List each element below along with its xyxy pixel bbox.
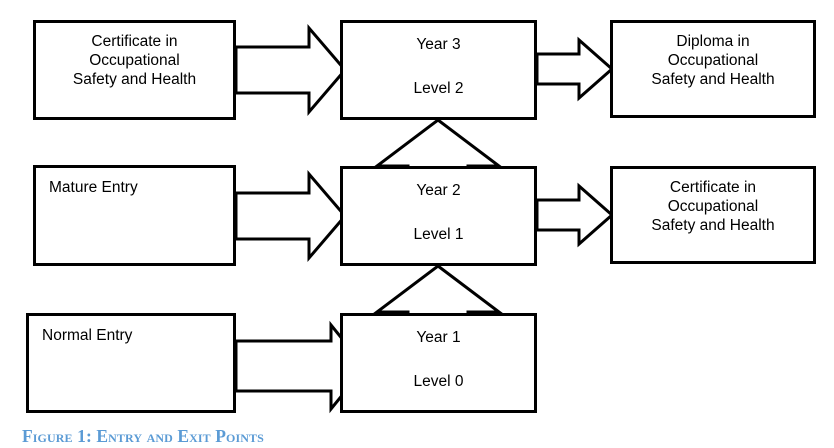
- exit-box-diploma-osh[interactable]: Diploma in Occupational Safety and Healt…: [610, 20, 816, 118]
- stage-box-year-3[interactable]: Year 3 Level 2: [340, 20, 537, 120]
- entry-box-normal-label: Normal Entry: [42, 327, 133, 344]
- stage-box-year-3-year: Year 3: [416, 36, 461, 53]
- exit-box-certificate-osh[interactable]: Certificate in Occupational Safety and H…: [610, 166, 816, 264]
- arrow-year3-to-diploma: [535, 36, 615, 102]
- exit-box-certificate-osh-label: Certificate in Occupational Safety and H…: [651, 179, 775, 234]
- arrow-entry-cert-to-year3: [234, 23, 347, 117]
- stage-box-year-2-level: Level 1: [413, 226, 464, 243]
- stage-box-year-2-year: Year 2: [416, 182, 461, 199]
- stage-box-year-1-year: Year 1: [416, 329, 461, 346]
- stage-box-year-2[interactable]: Year 2 Level 1: [340, 166, 537, 266]
- stage-box-year-1-level: Level 0: [413, 373, 464, 390]
- exit-box-diploma-osh-label: Diploma in Occupational Safety and Healt…: [651, 33, 775, 88]
- entry-box-mature-label: Mature Entry: [49, 179, 138, 196]
- stage-box-year-1[interactable]: Year 1 Level 0: [340, 313, 537, 413]
- figure-caption: Figure 1: Entry and Exit Points: [22, 426, 264, 446]
- entry-box-certificate-osh-label: Certificate in Occupational Safety and H…: [72, 33, 197, 88]
- arrow-year2-to-certificate: [535, 182, 615, 248]
- entry-box-normal[interactable]: Normal Entry: [26, 313, 236, 413]
- entry-box-mature[interactable]: Mature Entry: [33, 165, 236, 266]
- arrow-entry-mature-to-year2: [234, 169, 347, 263]
- entry-box-certificate-osh[interactable]: Certificate in Occupational Safety and H…: [33, 20, 236, 120]
- stage-box-year-3-level: Level 2: [413, 80, 464, 97]
